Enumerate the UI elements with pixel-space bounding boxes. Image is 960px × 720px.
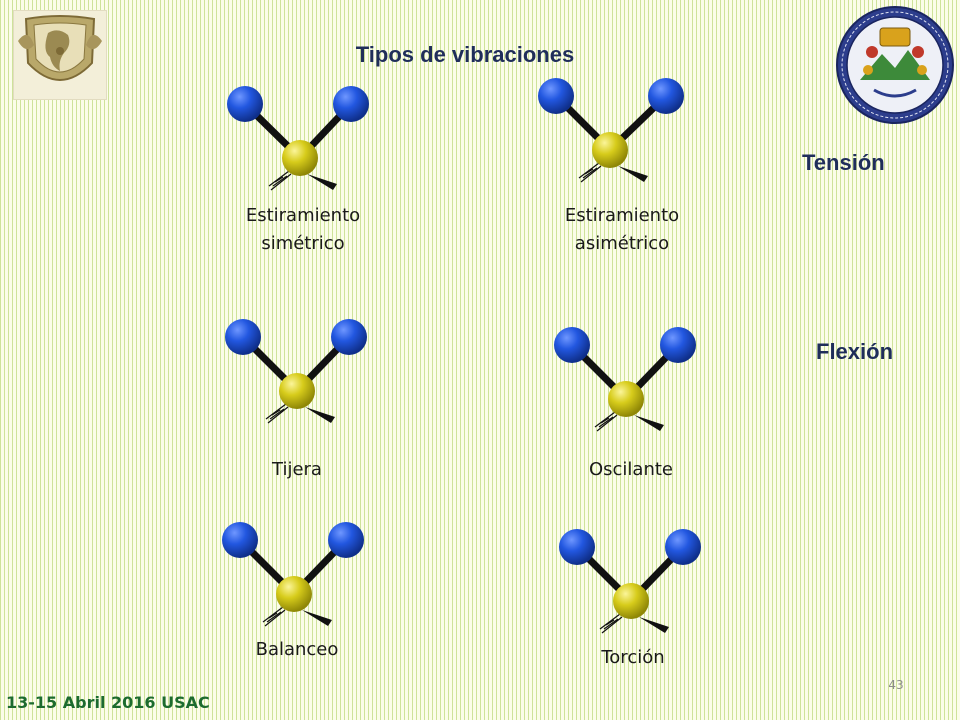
hydrogen-atom-left (222, 522, 258, 558)
caption-wagging: Balanceo (217, 636, 377, 664)
caption-line1: Oscilante (588, 459, 673, 480)
hydrogen-atom-right (648, 78, 684, 114)
central-atom (613, 583, 649, 619)
page-number: 43 (888, 678, 904, 692)
caption-line1: Balanceo (255, 639, 339, 660)
footer-date: 13-15 Abril 2016 USAC (6, 693, 210, 712)
central-atom (276, 576, 312, 612)
slide-title: Tipos de vibraciones (355, 42, 575, 67)
hydrogen-atom-left (538, 78, 574, 114)
caption-line1: Estiramiento (245, 205, 361, 226)
central-atom (279, 373, 315, 409)
caption-twisting: Torción (553, 644, 713, 672)
hydrogen-atom-left (227, 86, 263, 122)
flexion-label: Flexión (816, 339, 894, 364)
central-atom (608, 381, 644, 417)
caption-line2: simétrico (261, 233, 345, 254)
tension-label: Tensión (802, 150, 885, 175)
hydrogen-atom-left (554, 327, 590, 363)
caption-line2: asimétrico (574, 233, 670, 254)
hydrogen-atom-right (331, 319, 367, 355)
caption-scissoring: Tijera (217, 456, 377, 484)
caption-asymmetric-stretch: Estiramiento asimétrico (522, 202, 722, 258)
hydrogen-atom-right (333, 86, 369, 122)
molecule-asymmetric-stretch (538, 78, 684, 183)
hydrogen-atom-left (559, 529, 595, 565)
caption-rocking: Oscilante (551, 456, 711, 484)
molecule-symmetric-stretch (227, 86, 369, 191)
unam-shield-icon (18, 15, 102, 81)
molecule-scissoring (225, 319, 367, 424)
central-atom (592, 132, 628, 168)
usac-seal-icon (836, 6, 954, 124)
caption-symmetric-stretch: Estiramiento simétrico (203, 202, 403, 258)
molecule-rocking (554, 327, 696, 432)
molecule-twisting (559, 529, 701, 634)
central-atom (282, 140, 318, 176)
unam-logo (13, 10, 107, 100)
caption-line1: Torción (601, 647, 665, 668)
caption-line1: Estiramiento (564, 205, 680, 226)
hydrogen-atom-right (328, 522, 364, 558)
caption-line1: Tijera (272, 459, 322, 480)
hydrogen-atom-right (660, 327, 696, 363)
molecule-wagging (222, 522, 364, 627)
hydrogen-atom-right (665, 529, 701, 565)
hydrogen-atom-left (225, 319, 261, 355)
usac-logo (834, 4, 956, 126)
